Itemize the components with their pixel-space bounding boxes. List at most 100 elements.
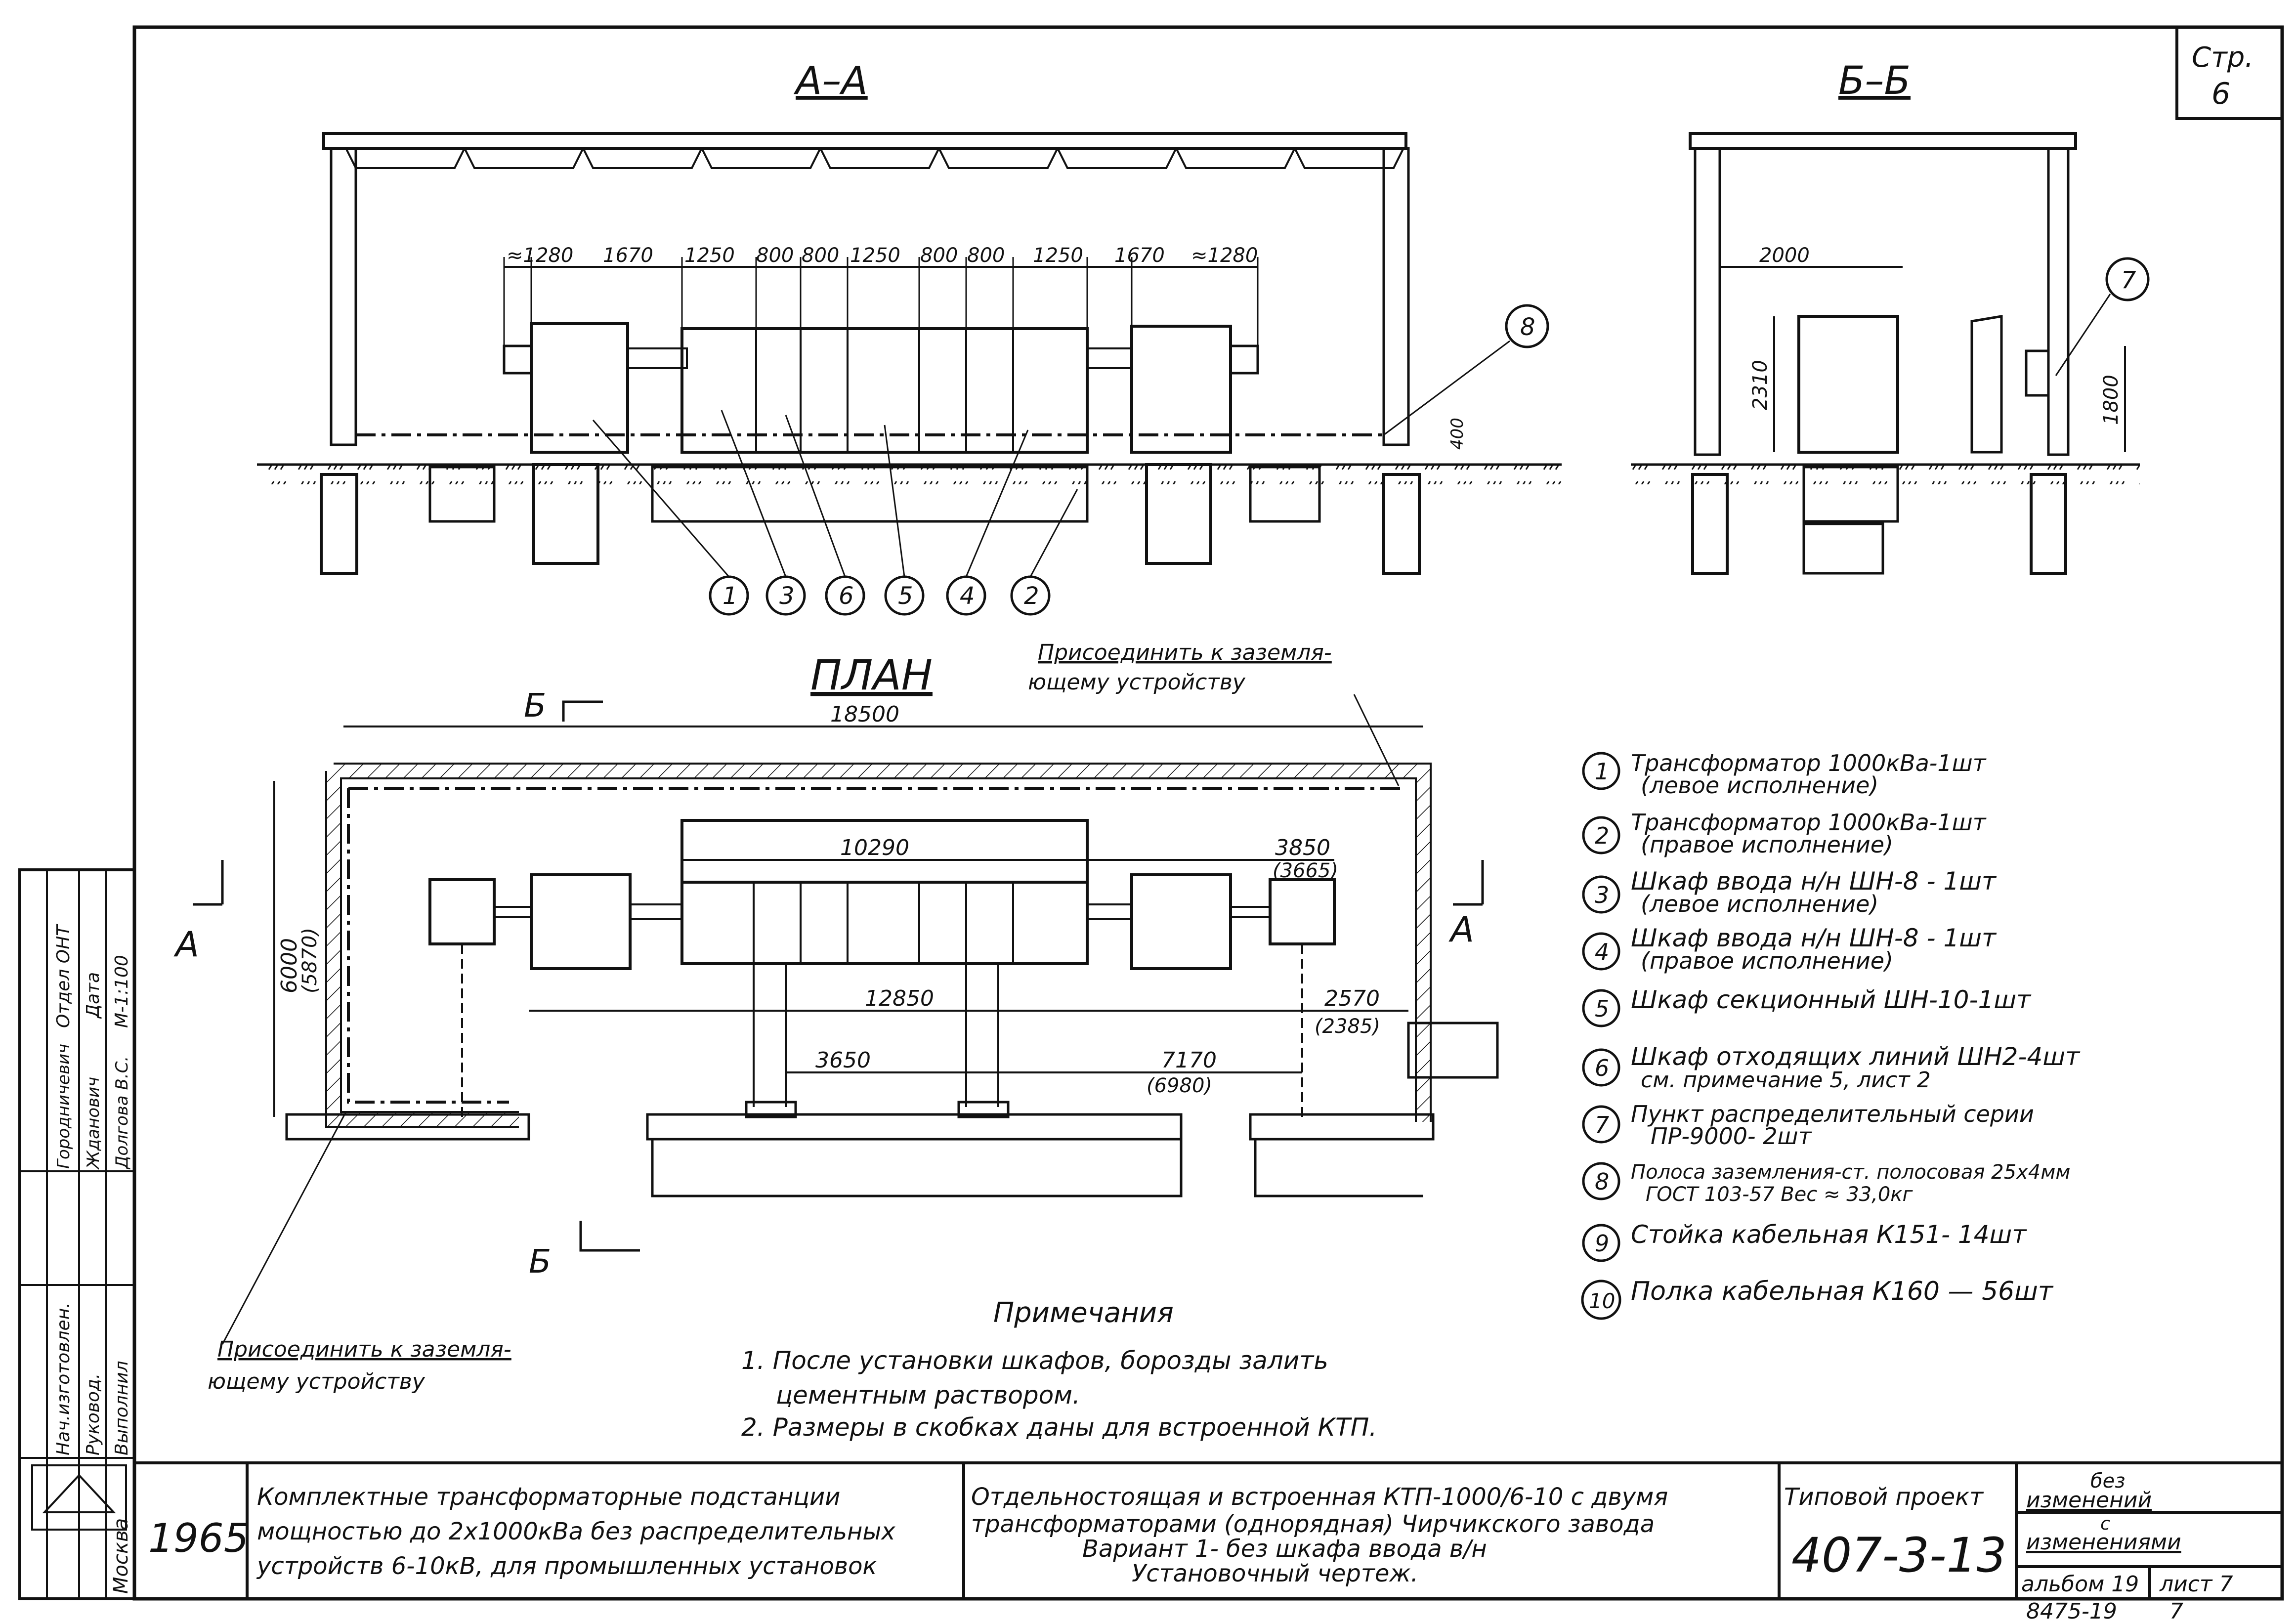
svg-text:6: 6 [1595,1055,1609,1081]
section-bb-title: Б–Б [1838,59,1911,103]
footer-code-2: 7 [2169,1599,2183,1623]
ground-note-top-1: Присоединить к заземля- [1038,640,1332,665]
dim-aa-400: 400 [1447,418,1467,450]
svg-text:3: 3 [1595,882,1609,908]
svg-text:Трансформатор 1000кВа-1шт: Трансформатор 1000кВа-1шт [1631,750,1987,776]
legend-item-4: 4 Шкаф ввода н/н ШН-8 - 1шт (правое испо… [1582,924,1997,974]
title-line-3: Вариант 1- без шкафа ввода в/н [1082,1535,1487,1563]
dim-plan-5870: (5870) [298,928,321,993]
dim-aa-10: 1670 [1114,244,1165,267]
dim-aa-9: 1250 [1033,244,1083,267]
sig-dept: Отдел ОНТ [53,924,74,1028]
svg-text:5: 5 [1595,995,1609,1022]
dim-plan-7170: 7170 [1161,1048,1217,1073]
legend-item-5: 5 Шкаф секционный ШН-10-1шт [1582,985,2032,1027]
legend-item-2: 2 Трансформатор 1000кВа-1шт (правое испо… [1582,809,1987,858]
note-1b: цементным раствором. [776,1381,1080,1409]
plan-view: ПЛАН Б Б А А [173,640,1499,1394]
svg-text:(левое исполнение): (левое исполнение) [1641,772,1878,799]
callout-6: 6 [825,575,865,616]
legend-item-1: 1 Трансформатор 1000кВа-1шт (левое испол… [1582,750,1987,799]
desc-line-2: мощностью до 2х1000кВа без распределител… [257,1518,895,1545]
callout-7: 7 [2105,257,2150,301]
svg-text:ПР-9000- 2шт: ПР-9000- 2шт [1651,1123,1812,1150]
sig-name-1: Городничевич [54,1044,74,1169]
note-2: 2. Размеры в скобках даны для встроенной… [741,1413,1377,1442]
callout-5: 5 [884,575,925,616]
svg-text:(правое исполнение): (правое исполнение) [1641,831,1893,858]
title-block [134,1461,2282,1599]
svg-text:Полка кабельная К160 — 56шт: Полка кабельная К160 — 56шт [1631,1277,2054,1306]
svg-text:см. примечание 5, лист 2: см. примечание 5, лист 2 [1641,1068,1931,1093]
signature-strip [20,870,134,1599]
transformer-left-plan [530,873,632,970]
notes: Примечания 1. После установки шкафов, бо… [741,1297,1377,1442]
callout-4: 4 [946,575,986,616]
dim-plan-6980: (6980) [1147,1074,1212,1097]
transformer-right-plan [1130,873,1232,970]
dim-aa-2: 1670 [603,244,653,267]
svg-text:Шкаф ввода н/н ШН-8 - 1шт: Шкаф ввода н/н ШН-8 - 1шт [1631,924,1997,952]
dim-aa-1: ≈1280 [507,244,573,267]
svg-text:(левое исполнение): (левое исполнение) [1641,891,1878,917]
dim-plan-3650: 3650 [815,1048,871,1073]
section-aa-title: А–А [793,59,868,103]
logo-emblem [31,1464,127,1531]
dim-aa-7: 800 [920,244,958,267]
desc-line-1: Комплектные трансформаторные подстанции [257,1483,840,1511]
sheet-frame [132,25,2284,1601]
footer-code: 8475-19 [2026,1599,2117,1623]
rev-4: изменениями [2026,1530,2181,1555]
svg-text:Стойка кабельная К151- 14шт: Стойка кабельная К151- 14шт [1631,1220,2027,1249]
desc-line-3: устройств 6-10кВ, для промышленных устан… [256,1552,877,1580]
legend-item-10: 10 Полка кабельная К160 — 56шт [1581,1277,2054,1320]
album: альбом 19 [2021,1572,2139,1597]
legend-item-3: 3 Шкаф ввода н/н ШН-8 - 1шт (левое испол… [1582,867,1997,917]
section-bb: Б–Б 2000 2310 1800 7 [1631,59,2150,575]
city: Москва [110,1518,132,1594]
rev-3: с [2100,1514,2110,1534]
plan-label-a-left: А [173,924,199,965]
legend-item-7: 7 Пункт распределительный серии ПР-9000-… [1582,1101,2034,1150]
sig-role-3: Выполнил [112,1361,132,1455]
transformer-left-elevation [530,322,629,454]
dim-aa-11: ≈1280 [1191,244,1258,267]
switchgear-elevation [680,327,1089,454]
svg-text:1: 1 [1595,758,1609,785]
note-1a: 1. После установки шкафов, борозды залит… [741,1346,1328,1375]
callout-8: 8 [1505,304,1549,348]
svg-text:3: 3 [779,582,795,610]
legend-item-9: 9 Стойка кабельная К151- 14шт [1582,1220,2027,1262]
dim-aa-4: 800 [756,244,794,267]
project-label: Типовой проект [1784,1483,1984,1511]
page-number: 6 [2211,77,2230,111]
left-strip-frame [18,868,136,1600]
dim-aa-6: 1250 [850,244,900,267]
svg-text:Трансформатор 1000кВа-1шт: Трансформатор 1000кВа-1шт [1631,809,1987,836]
plan-label-b-bottom: Б [529,1242,551,1281]
notes-title: Примечания [993,1297,1174,1329]
sig-name-2: Жданович [84,1077,103,1170]
svg-text:4: 4 [960,582,975,610]
svg-text:8: 8 [1595,1168,1609,1195]
plan-label-b-top: Б [524,686,546,725]
svg-text:Шкаф ввода н/н ШН-8 - 1шт: Шкаф ввода н/н ШН-8 - 1шт [1631,867,1997,896]
svg-text:7: 7 [2121,266,2136,294]
svg-text:5: 5 [898,582,913,610]
dim-plan-10290: 10290 [840,835,909,860]
sig-scale: М-1:100 [112,955,132,1028]
dim-plan-18500: 18500 [830,702,899,727]
title-line-2: трансформаторами (однорядная) Чирчикског… [971,1510,1655,1538]
svg-text:2: 2 [1595,822,1609,849]
ground-note-top-2: ющему устройству [1028,670,1246,695]
dim-bb-2000: 2000 [1759,244,1810,267]
svg-text:(правое исполнение): (правое исполнение) [1641,947,1893,974]
dim-plan-2570: 2570 [1324,986,1380,1011]
svg-text:10: 10 [1589,1289,1615,1313]
svg-text:ГОСТ 103-57 Вес ≈ 33,0кг: ГОСТ 103-57 Вес ≈ 33,0кг [1646,1183,1913,1206]
ground-note-left-1: Присоединить к заземля- [217,1337,511,1362]
dim-aa-3: 1250 [684,244,735,267]
project-number: 407-3-13 [1791,1528,2007,1583]
page-number-box: Стр. 6 [2175,26,2284,120]
